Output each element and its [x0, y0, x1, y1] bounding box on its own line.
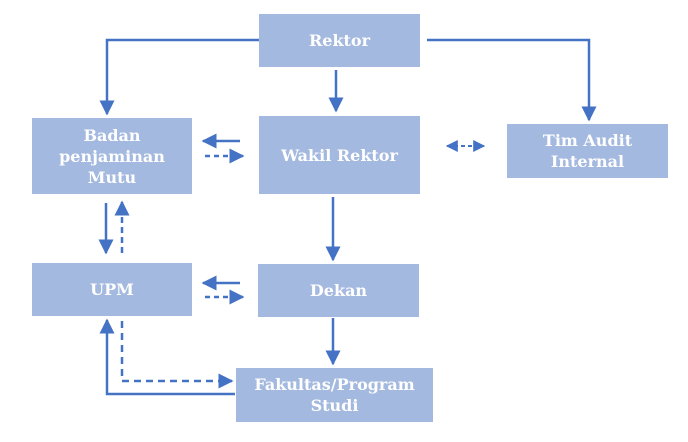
upm-label: UPM [90, 280, 134, 299]
dekan-box: Dekan [258, 264, 419, 317]
arrow-rektor-to-badan [99, 38, 259, 116]
fakultas-program-studi-label: Fakultas/Program Studi [254, 375, 415, 415]
rektor-box: Rektor [259, 14, 420, 67]
arrow-upm-to-fakultas-dashed [120, 321, 234, 389]
dekan-label: Dekan [309, 281, 368, 300]
arrow-rektor-to-tim-audit [427, 38, 597, 122]
badan-penjaminan-mutu-box: Badan penjaminan Mutu [32, 118, 192, 194]
rektor-label: Rektor [308, 31, 371, 50]
badan-penjaminan-mutu-label: Badan penjaminan Mutu [59, 125, 165, 187]
tim-audit-internal-label: Tim Audit Internal [542, 131, 633, 171]
fakultas-program-studi-box: Fakultas/Program Studi [236, 368, 433, 422]
upm-box: UPM [32, 263, 192, 316]
arrow-fakultas-to-upm [99, 318, 235, 396]
wakil-rektor-label: Wakil Rektor [281, 145, 398, 165]
wakil-rektor-box: Wakil Rektor [259, 116, 420, 194]
tim-audit-internal-box: Tim Audit Internal [507, 124, 668, 178]
